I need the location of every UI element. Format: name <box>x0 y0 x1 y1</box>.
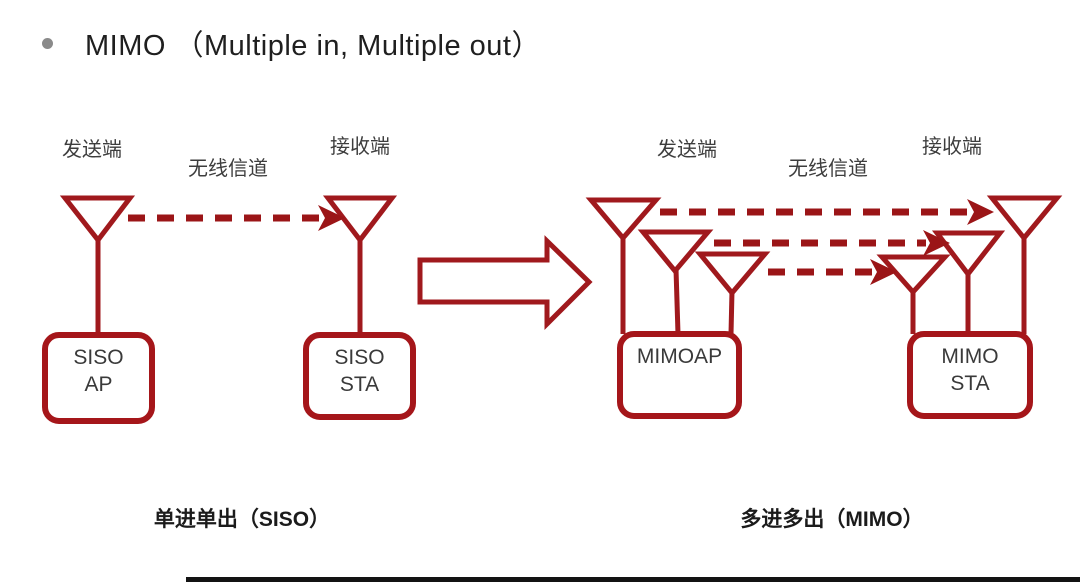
mimo-channel-label: 无线信道 <box>788 158 868 180</box>
bottom-edge-bar <box>186 577 1080 582</box>
mimo-sta-line2: STA <box>950 372 990 395</box>
mimo-receiver-label: 接收端 <box>922 136 982 158</box>
mimo-sta-line1: MIMO <box>941 345 999 368</box>
siso-tx-antenna-icon <box>59 195 136 335</box>
mimo-sta-box: MIMO STA <box>907 331 1033 419</box>
mimo-tx-antenna-1-icon <box>585 197 662 334</box>
siso-ap-box: SISO AP <box>42 332 155 424</box>
title-row: MIMO （Multiple in, Multiple out） <box>0 22 1080 66</box>
siso-ap-line2: AP <box>84 373 113 396</box>
mimo-rx-antenna-2-icon <box>931 230 1006 334</box>
siso-sta-line2: STA <box>339 373 380 396</box>
siso-sta-box: SISO STA <box>303 332 416 420</box>
mimo-signal-arrow-3 <box>768 259 897 285</box>
siso-caption: 单进单出（SISO） <box>153 508 331 531</box>
page-title: MIMO （Multiple in, Multiple out） <box>85 30 541 62</box>
siso-rx-antenna-icon <box>322 195 398 335</box>
mimo-rx-antenna-3-icon <box>876 254 951 334</box>
mimo-tx-antenna-3-icon <box>694 251 771 335</box>
transition-arrow-icon <box>417 235 593 331</box>
siso-receiver-label: 接收端 <box>330 136 390 158</box>
siso-sta-line1: SISO <box>334 346 385 369</box>
mimo-tx-antenna-2-icon <box>637 229 714 335</box>
mimo-rx-antenna-1-icon <box>986 195 1063 334</box>
mimo-caption: 多进多出（MIMO） <box>740 508 924 531</box>
mimo-ap-line1: MIMOAP <box>636 345 723 368</box>
bullet-icon <box>42 38 53 49</box>
mimo-transmitter-label: 发送端 <box>657 139 717 161</box>
mimo-signal-arrow-2 <box>714 230 950 256</box>
mimo-ap-box: MIMOAP <box>617 331 742 419</box>
siso-channel-label: 无线信道 <box>188 158 268 180</box>
siso-transmitter-label: 发送端 <box>62 139 122 161</box>
mimo-signal-arrow-1 <box>660 199 994 225</box>
siso-ap-line1: SISO <box>73 346 124 369</box>
siso-signal-arrow <box>128 205 345 231</box>
